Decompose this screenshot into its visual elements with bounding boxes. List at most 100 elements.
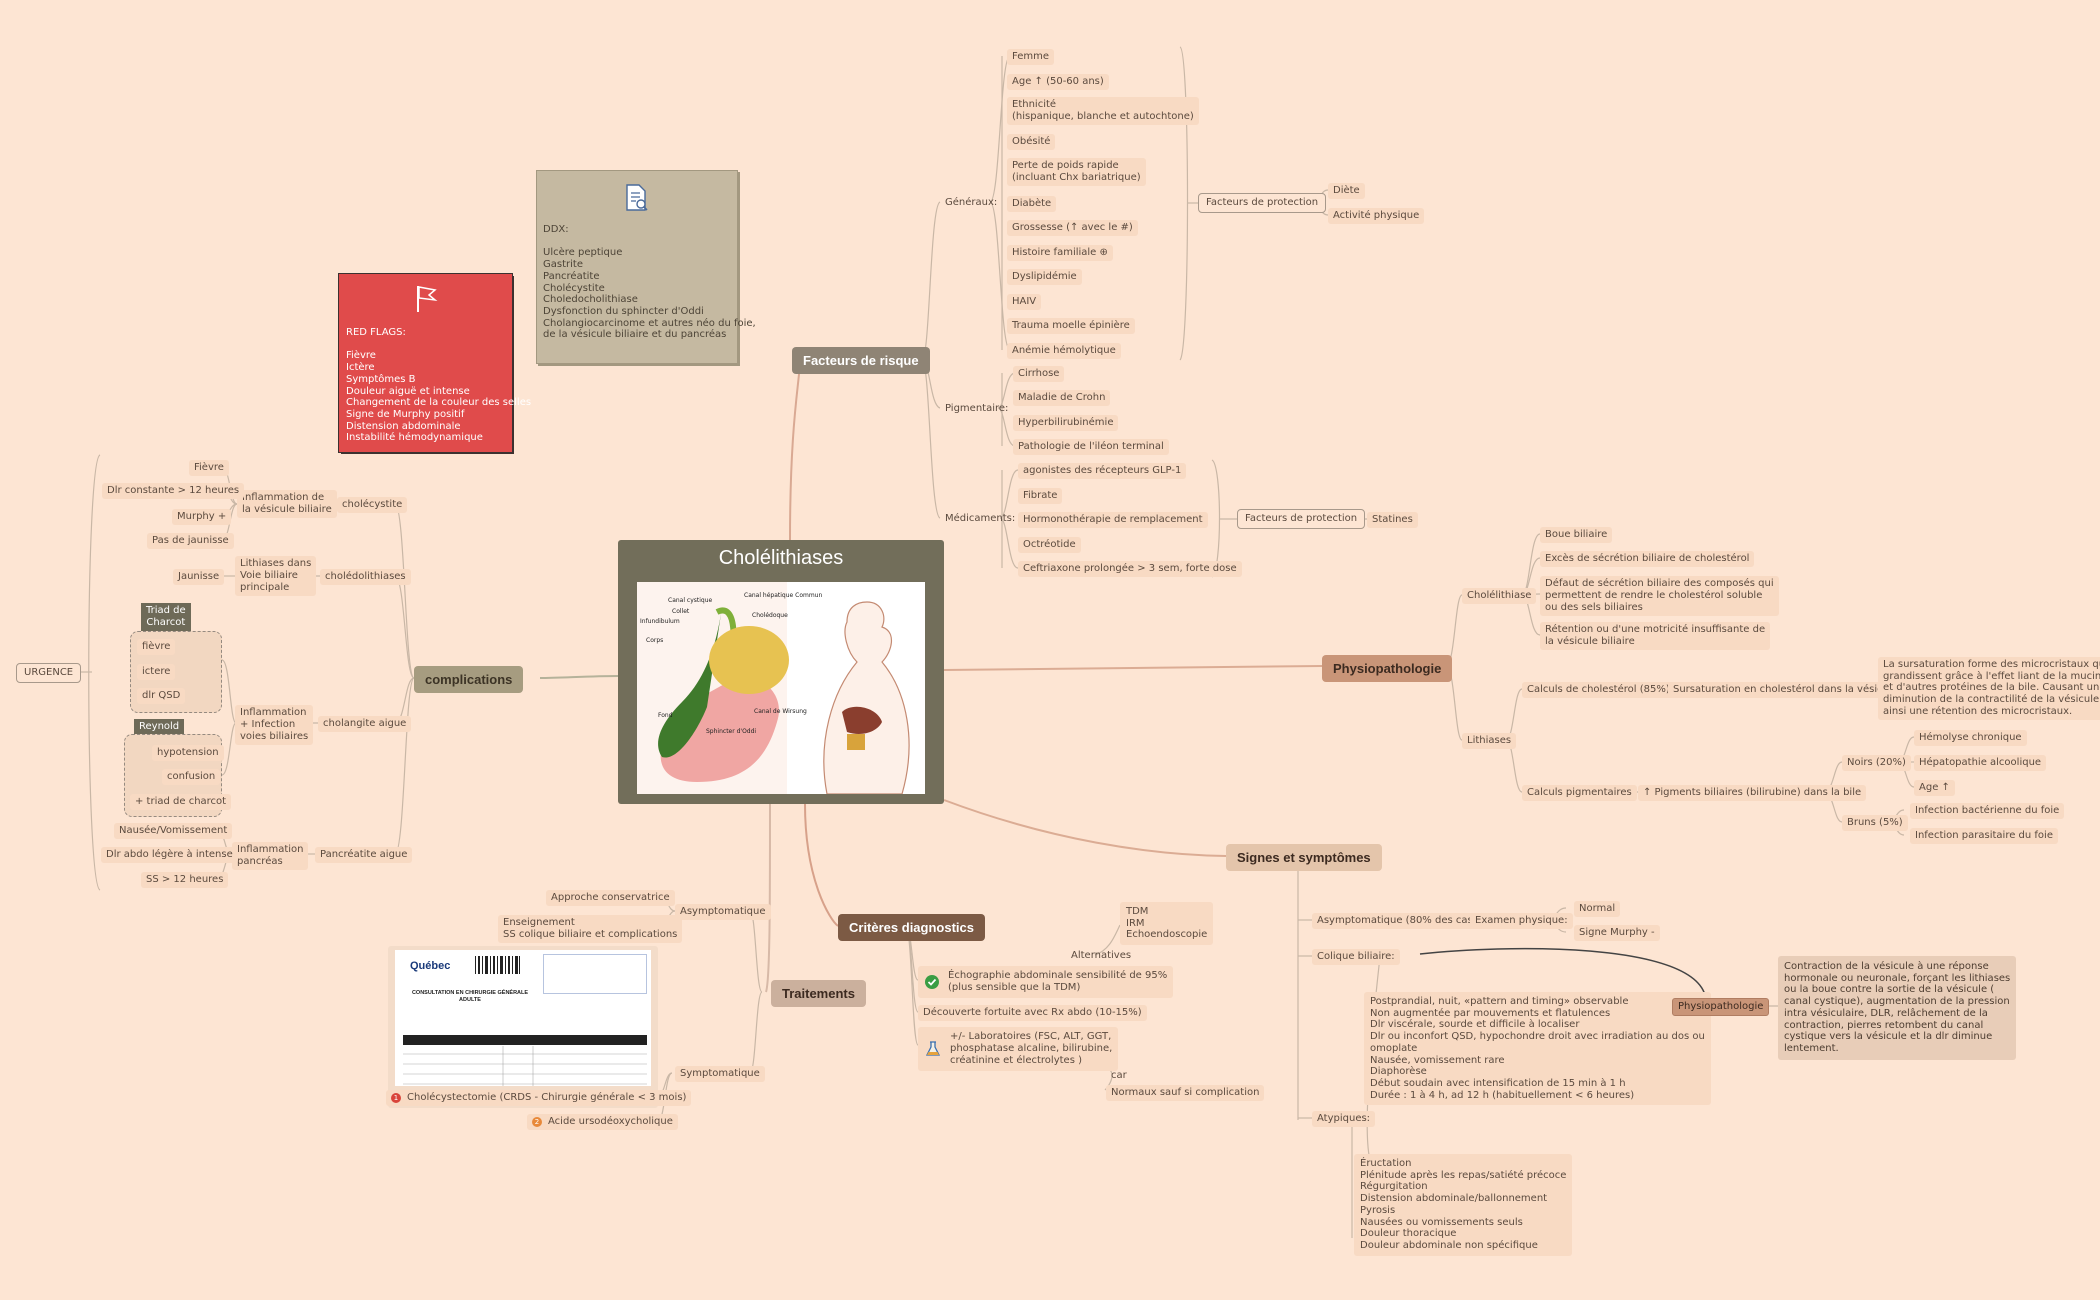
risk-med-item[interactable]: agonistes des récepteurs GLP-1 xyxy=(1018,463,1187,479)
signs-colique-desc[interactable]: Postprandial, nuit, «pattern and timing»… xyxy=(1364,992,1711,1106)
risk-pigmentaire[interactable]: Pigmentaire: xyxy=(945,403,1009,414)
physio-cholelithiase-item[interactable]: Rétention ou d'une motricité insuffisant… xyxy=(1540,622,1771,650)
protection-item[interactable]: Diète xyxy=(1328,183,1365,199)
complication-cholangite[interactable]: cholangite aigue xyxy=(318,716,412,732)
reynold-item[interactable]: confusion xyxy=(162,769,221,785)
central-topic[interactable]: Cholélithiases xyxy=(618,540,944,804)
protection-item-statines[interactable]: Statines xyxy=(1367,512,1418,528)
cholecystite-item[interactable]: Murphy + xyxy=(172,509,232,525)
risk-pig-item[interactable]: Hyperbilirubinémie xyxy=(1013,415,1119,431)
pancreatite-item[interactable]: SS > 12 heures xyxy=(141,872,229,888)
risk-item[interactable]: Obésité xyxy=(1007,134,1056,150)
physio-noirs[interactable]: Noirs (20%) xyxy=(1842,755,1911,771)
risk-med-item[interactable]: Fibrate xyxy=(1018,488,1063,504)
physio-sursaturation[interactable]: Sursaturation en cholestérol dans la vés… xyxy=(1668,682,1903,698)
treatment-asympto-item[interactable]: Enseignement SS colique biliaire et comp… xyxy=(498,915,683,943)
signs-atypiques-desc[interactable]: Éructation Plénitude après les repas/sat… xyxy=(1354,1154,1573,1256)
treatment-asympto-item[interactable]: Approche conservatrice xyxy=(546,890,675,906)
signs-physio-tag[interactable]: Physiopathologie xyxy=(1672,998,1770,1016)
treatment-cholecystectomie[interactable]: 1 Cholécystectomie (CRDS - Chirurgie gén… xyxy=(386,1090,692,1106)
cholecystite-item[interactable]: Pas de jaunisse xyxy=(147,533,234,549)
physio-noirs-item[interactable]: Hémolyse chronique xyxy=(1914,730,2027,746)
risk-item[interactable]: Perte de poids rapide (incluant Chx bari… xyxy=(1007,158,1146,186)
complication-pancreatite[interactable]: Pancréatite aigue xyxy=(315,847,413,863)
risk-med-item[interactable]: Octréotide xyxy=(1018,537,1081,553)
treatment-symptomatique[interactable]: Symptomatique xyxy=(675,1066,765,1082)
physio-calculs-cholesterol[interactable]: Calculs de cholestérol (85%) xyxy=(1522,682,1675,698)
choledocho-jaunisse[interactable]: Jaunisse xyxy=(173,569,225,585)
criteria-alternatives-items[interactable]: TDM IRM Echoendoscopie xyxy=(1120,902,1214,946)
signs-colique-biliaire[interactable]: Colique biliaire: xyxy=(1312,949,1400,965)
criteria-normaux[interactable]: Normaux sauf si complication xyxy=(1106,1085,1265,1101)
risk-pig-item[interactable]: Maladie de Crohn xyxy=(1013,390,1111,406)
protection-factors-1[interactable]: Facteurs de protection xyxy=(1198,193,1327,213)
ddx-note[interactable]: DDX: Ulcère peptique Gastrite Pancréatit… xyxy=(536,170,756,364)
risk-item[interactable]: Grossesse (↑ avec le #) xyxy=(1007,220,1138,236)
protection-factors-2[interactable]: Facteurs de protection xyxy=(1237,509,1366,529)
criteria-alternatives[interactable]: Alternatives xyxy=(1071,950,1132,961)
criteria-echographie[interactable]: Échographie abdominale sensibilité de 95… xyxy=(918,966,1174,998)
risk-item[interactable]: Histoire familiale ⊕ xyxy=(1007,245,1113,261)
treatment-acide-urso[interactable]: 2 Acide ursodéoxycholique xyxy=(527,1114,678,1130)
risk-item[interactable]: Femme xyxy=(1007,49,1054,65)
physio-cholelithiase-item[interactable]: Défaut de sécrétion biliaire des composé… xyxy=(1540,576,1779,616)
complication-choledocholithiase[interactable]: cholédolithiases xyxy=(320,569,411,585)
risk-med-item[interactable]: Ceftriaxone prolongée > 3 sem, forte dos… xyxy=(1018,561,1242,577)
risk-pig-item[interactable]: Pathologie de l'iléon terminal xyxy=(1013,439,1169,455)
risk-generaux[interactable]: Généraux: xyxy=(945,197,998,208)
signs-exam-item[interactable]: Normal xyxy=(1574,901,1621,917)
pancreatite-inflammation[interactable]: Inflammation pancréas xyxy=(232,842,309,870)
pancreatite-item[interactable]: Nausée/Vomissement xyxy=(114,823,233,839)
physio-noirs-item[interactable]: Age ↑ xyxy=(1914,780,1955,796)
physio-bruns-item[interactable]: Infection parasitaire du foie xyxy=(1910,828,2058,844)
urgence-label[interactable]: URGENCE xyxy=(16,663,82,683)
topic-facteurs-de-risque[interactable]: Facteurs de risque xyxy=(792,347,930,374)
risk-item[interactable]: Ethnicité (hispanique, blanche et autoch… xyxy=(1007,97,1199,125)
pancreatite-item[interactable]: Dlr abdo légère à intense xyxy=(101,847,238,863)
physio-bruns[interactable]: Bruns (5%) xyxy=(1842,815,1908,831)
risk-item[interactable]: Trauma moelle épinière xyxy=(1007,318,1135,334)
triad-item[interactable]: ictere xyxy=(137,664,176,680)
cholecystite-item[interactable]: Fièvre xyxy=(189,460,229,476)
physio-bruns-item[interactable]: Infection bactérienne du foie xyxy=(1910,803,2065,819)
physio-lithiases[interactable]: Lithiases xyxy=(1462,733,1517,749)
signs-exam-item[interactable]: Signe Murphy - xyxy=(1574,925,1660,941)
red-flags-note[interactable]: RED FLAGS: Fièvre Ictère Symptômes B Dou… xyxy=(338,273,531,453)
topic-signes-et-symptomes[interactable]: Signes et symptômes xyxy=(1226,844,1382,871)
risk-item[interactable]: Age ↑ (50-60 ans) xyxy=(1007,74,1109,90)
signs-physio-desc[interactable]: Contraction de la vésicule à une réponse… xyxy=(1778,956,2017,1060)
risk-item[interactable]: Dyslipidémie xyxy=(1007,269,1082,285)
risk-item[interactable]: HAIV xyxy=(1007,294,1042,310)
complication-cholecystite[interactable]: cholécystite xyxy=(337,497,408,513)
reynold-item[interactable]: hypotension xyxy=(152,745,224,761)
treatment-asymptomatique[interactable]: Asymptomatique xyxy=(675,904,771,920)
criteria-decouverte[interactable]: Découverte fortuite avec Rx abdo (10-15%… xyxy=(918,1005,1147,1021)
risk-item[interactable]: Anémie hémolytique xyxy=(1007,343,1121,359)
signs-asymptomatique[interactable]: Asymptomatique (80% des cas) xyxy=(1312,913,1482,929)
physio-sursaturation-desc[interactable]: La sursaturation forme des microcristaux… xyxy=(1878,657,2100,720)
signs-atypiques[interactable]: Atypiques: xyxy=(1312,1111,1376,1127)
topic-criteres-diagnostics[interactable]: Critères diagnostics xyxy=(838,914,985,941)
risk-item[interactable]: Diabète xyxy=(1007,196,1057,212)
choledocho-lithiases[interactable]: Lithiases dans Voie biliaire principale xyxy=(235,556,317,596)
risk-pig-item[interactable]: Cirrhose xyxy=(1013,366,1065,382)
cholangite-inflammation[interactable]: Inflammation + Infection voies biliaires xyxy=(235,705,314,745)
topic-physiopathologie[interactable]: Physiopathologie xyxy=(1322,655,1453,682)
physio-noirs-item[interactable]: Hépatopathie alcoolique xyxy=(1914,755,2047,771)
criteria-laboratoires[interactable]: +/- Laboratoires (FSC, ALT, GGT, phospha… xyxy=(918,1027,1119,1071)
triad-item[interactable]: dlr QSD xyxy=(137,688,186,704)
physio-pigments-biliaires[interactable]: ↑ Pigments biliaires (bilirubine) dans l… xyxy=(1638,785,1867,801)
physio-cholelithiase-item[interactable]: Excès de sécrétion biliaire de cholestér… xyxy=(1540,551,1755,567)
physio-calculs-pigmentaires[interactable]: Calculs pigmentaires xyxy=(1522,785,1637,801)
signs-examen-physique[interactable]: Examen physique: xyxy=(1470,913,1573,929)
risk-medicaments[interactable]: Médicaments: xyxy=(945,513,1016,524)
reynold-item[interactable]: + triad de charcot xyxy=(130,794,232,810)
physio-cholelithiase[interactable]: Cholélithiase xyxy=(1462,588,1537,604)
topic-traitements[interactable]: Traitements xyxy=(771,980,866,1007)
cholecystite-item[interactable]: Dlr constante > 12 heures xyxy=(102,483,245,499)
topic-complications[interactable]: complications xyxy=(414,666,524,693)
cholecystite-inflammation[interactable]: Inflammation de la vésicule biliaire xyxy=(237,490,337,518)
physio-cholelithiase-item[interactable]: Boue biliaire xyxy=(1540,527,1613,543)
triad-item[interactable]: fièvre xyxy=(137,639,176,655)
risk-med-item[interactable]: Hormonothérapie de remplacement xyxy=(1018,512,1208,528)
